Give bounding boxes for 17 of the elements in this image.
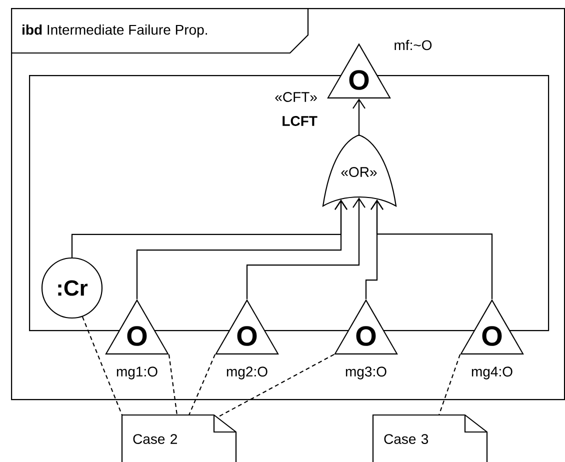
arrow: [370, 200, 493, 300]
connector: [188, 354, 216, 416]
arrow: [246, 198, 366, 300]
port-label: mg1:O: [116, 366, 158, 380]
note-box: Case 3: [372, 414, 488, 462]
port-label: mg3:O: [346, 366, 386, 380]
connector: [82, 316, 123, 416]
or-gate: «OR»: [322, 134, 397, 207]
connector: [438, 354, 461, 416]
arrow: [136, 200, 348, 300]
connector: [168, 354, 178, 416]
port-label: mg4:O: [472, 366, 512, 380]
port-label: mg2:O: [226, 366, 268, 380]
arrow: [352, 98, 366, 136]
note-box: Case 2: [121, 414, 237, 462]
connector: [216, 354, 334, 418]
port-label: mf:~O: [394, 40, 432, 50]
